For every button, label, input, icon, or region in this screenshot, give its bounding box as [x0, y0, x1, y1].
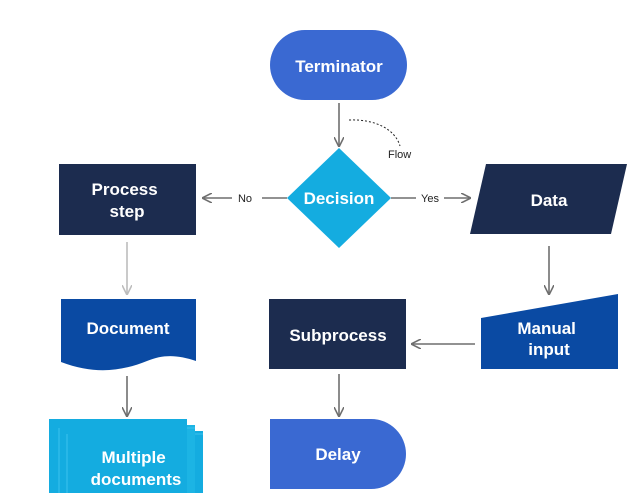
document-label: Document — [86, 319, 169, 338]
manual-input-label-line-1: Manual — [517, 319, 576, 338]
process-step-label-line-2: step — [110, 202, 145, 221]
subprocess-label: Subprocess — [289, 326, 386, 345]
data-node: Data — [470, 164, 627, 234]
data-label: Data — [531, 191, 568, 210]
manual-input-label: Manual input — [517, 319, 580, 359]
no-label: No — [238, 193, 252, 205]
delay-label: Delay — [315, 445, 361, 464]
document-node: Document — [61, 299, 196, 371]
decision-label: Decision — [304, 189, 375, 208]
terminator-label: Terminator — [295, 57, 383, 76]
multiple-documents-node: Multiple documents — [49, 419, 203, 493]
decision-node: Decision — [287, 148, 391, 248]
flow-annotation-curve — [348, 119, 401, 147]
manual-input-node: Manual input — [481, 294, 618, 369]
subprocess-node: Subprocess — [269, 299, 406, 369]
multiple-documents-label: Multiple documents — [91, 448, 182, 489]
multiple-documents-label-line-2: documents — [91, 470, 182, 489]
process-step-node: Process step — [59, 164, 196, 235]
process-step-label: Process step — [92, 180, 163, 221]
delay-node: Delay — [270, 419, 406, 489]
yes-label: Yes — [421, 193, 439, 205]
terminator-node: Terminator — [270, 30, 407, 100]
manual-input-label-line-2: input — [528, 340, 570, 359]
process-step-label-line-1: Process — [92, 180, 158, 199]
flow-label: Flow — [388, 149, 411, 161]
multiple-documents-label-line-1: Multiple — [102, 448, 166, 467]
